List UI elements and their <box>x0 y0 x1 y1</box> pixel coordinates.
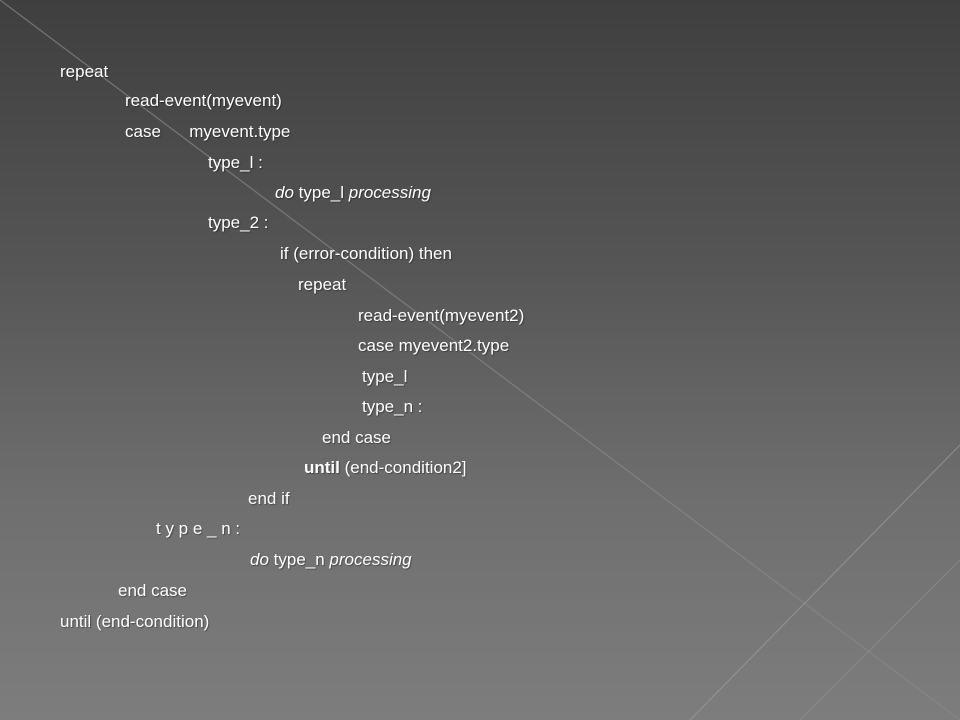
code-line-type-l-inner: type_l <box>362 367 408 386</box>
code-line-type-l: type_l : <box>208 153 263 172</box>
code-text: type_n <box>268 550 330 569</box>
code-line-type-n-spaced: t y p e _ n : <box>156 519 241 538</box>
code-line-case: case myevent.type <box>125 122 291 141</box>
keyword-do: do <box>250 550 269 569</box>
diagonal-line-corner-2 <box>799 559 960 720</box>
code-line-repeat-inner: repeat <box>298 275 347 294</box>
keyword-until: until <box>304 458 340 477</box>
diagonal-line-corner <box>689 444 960 720</box>
code-line-case-myevent2: case myevent2.type <box>358 336 510 355</box>
keyword-processing: processing <box>329 550 412 569</box>
code-line-do-type-l: do type_l processing <box>275 183 431 203</box>
keyword-processing: processing <box>348 183 431 202</box>
code-line-repeat: repeat <box>60 62 109 81</box>
code-line-until-inner: until (end-condition2] <box>304 458 467 478</box>
code-line-until: until (end-condition) <box>60 612 210 631</box>
keyword-do: do <box>275 183 294 202</box>
code-line-if: if (error-condition) then <box>280 244 452 263</box>
code-line-read-event2: read-event(myevent2) <box>358 306 525 325</box>
code-line-do-type-n: do type_n processing <box>250 550 412 570</box>
code-line-end-case-inner: end case <box>322 428 391 447</box>
code-text: type_l <box>293 183 349 202</box>
code-line-type-2: type_2 : <box>208 213 269 232</box>
code-line-read-event: read-event(myevent) <box>125 91 282 110</box>
code-line-type-n-inner: type_n : <box>362 397 423 416</box>
code-text: (end-condition2] <box>339 458 467 477</box>
code-line-end-case: end case <box>118 581 187 600</box>
code-line-end-if: end if <box>248 489 290 508</box>
